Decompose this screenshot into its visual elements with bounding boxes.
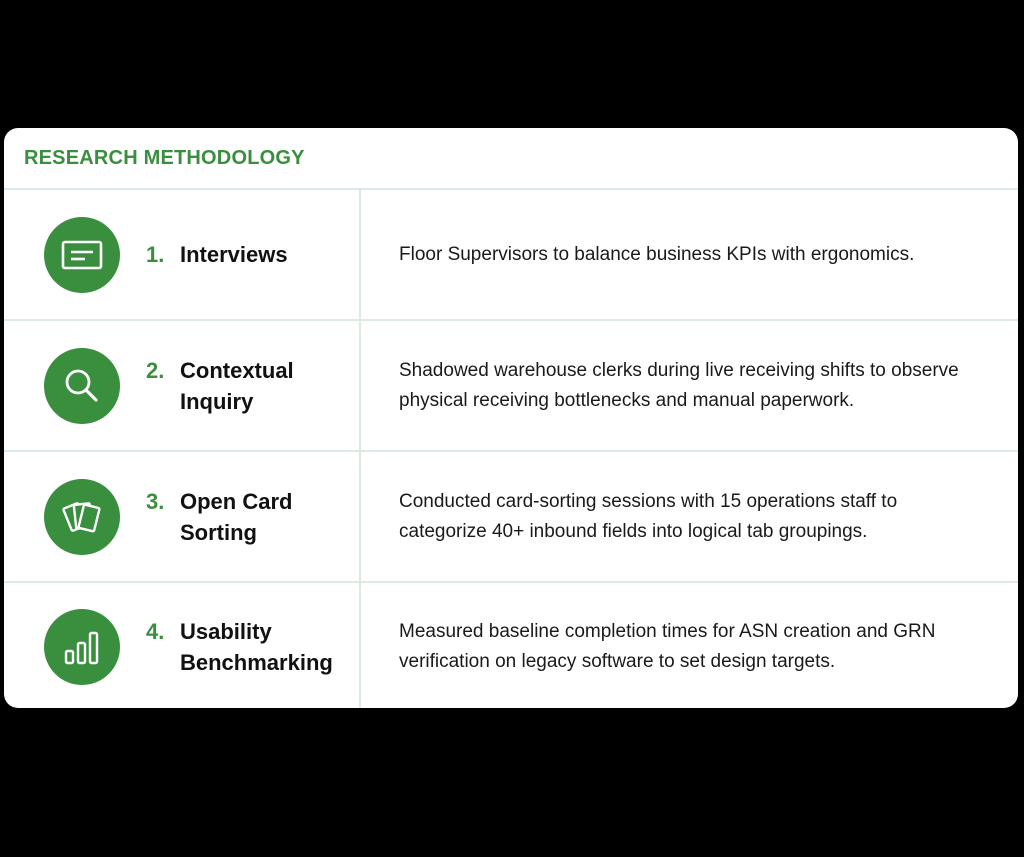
icon-badge	[44, 609, 120, 685]
method-number: 2.	[146, 357, 165, 383]
icon-badge	[44, 216, 120, 293]
card-header: RESEARCH METHODOLOGY	[4, 128, 1018, 190]
method-row-usability-benchmarking: 4. Usability Benchmarking Measured basel…	[4, 583, 1018, 708]
method-cell: 3. Open Card Sorting	[4, 452, 361, 581]
method-cell: 4. Usability Benchmarking	[4, 583, 361, 708]
cards-icon	[62, 501, 101, 532]
method-row-open-card-sorting: 3. Open Card Sorting Conducted card-sort…	[4, 452, 1018, 583]
research-methodology-card: RESEARCH METHODOLOGY 1. Interviews F	[4, 128, 1018, 708]
description-cell: Floor Supervisors to balance business KP…	[361, 190, 1018, 319]
method-cell: 2. Contextual Inquiry	[4, 321, 361, 450]
methodology-table: 1. Interviews Floor Supervisors to balan…	[4, 190, 1018, 708]
search-icon	[65, 369, 98, 402]
description-cell: Shadowed warehouse clerks during live re…	[361, 321, 1018, 450]
method-number: 1.	[146, 242, 165, 267]
description-cell: Measured baseline completion times for A…	[361, 583, 1018, 708]
bar-chart-icon	[64, 631, 99, 665]
method-row-interviews: 1. Interviews Floor Supervisors to balan…	[4, 190, 1018, 321]
method-name: Usability Benchmarking	[180, 619, 333, 675]
icon-badge	[44, 478, 120, 555]
method-name: Open Card Sorting	[180, 488, 293, 545]
method-title: 1. Interviews	[146, 239, 288, 270]
method-number: 3.	[146, 488, 165, 514]
method-description: Conducted card-sorting sessions with 15 …	[399, 490, 898, 542]
document-icon	[61, 240, 103, 269]
method-title: 4. Usability Benchmarking	[146, 616, 359, 678]
icon-badge	[44, 347, 120, 424]
card-title: RESEARCH METHODOLOGY	[24, 146, 305, 169]
method-description: Shadowed warehouse clerks during live re…	[399, 359, 959, 411]
method-name: Interviews	[180, 242, 288, 267]
method-name: Contextual Inquiry	[180, 357, 294, 414]
method-description: Measured baseline completion times for A…	[399, 621, 936, 672]
method-number: 4.	[146, 619, 165, 644]
method-row-contextual-inquiry: 2. Contextual Inquiry Shadowed warehouse…	[4, 321, 1018, 452]
description-cell: Conducted card-sorting sessions with 15 …	[361, 452, 1018, 581]
method-title: 2. Contextual Inquiry	[146, 355, 359, 417]
method-title: 3. Open Card Sorting	[146, 486, 359, 548]
method-cell: 1. Interviews	[4, 190, 361, 319]
method-description: Floor Supervisors to balance business KP…	[399, 243, 915, 265]
